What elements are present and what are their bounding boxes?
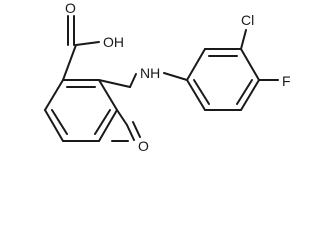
hydroxyl-label: OH — [103, 34, 124, 50]
bond-ring2-inner-left — [193, 79, 210, 105]
bond-acid-c-oh — [75, 41, 100, 46]
carboxylic-acid-group: O OH — [62, 0, 124, 81]
chlorine-label: Cl — [241, 12, 254, 28]
bond-ring1-f — [44, 79, 64, 111]
bond-ring1-b — [98, 79, 118, 111]
bond-ring2-c — [240, 48, 260, 81]
fluorine-label: F — [282, 73, 291, 89]
acid-carbonyl-oxygen-label: O — [65, 0, 76, 16]
amide-nh-label: NH — [140, 65, 160, 81]
bond-amide-c-o-1 — [126, 124, 135, 141]
amide-carbonyl-oxygen-label: O — [138, 138, 149, 154]
bond-ring2-inner-right — [236, 79, 253, 105]
bond-ring2-f — [186, 79, 206, 111]
bond-ring1-e — [44, 109, 64, 142]
bond-ring1-inner-right — [94, 109, 111, 135]
bond-ring1-c — [98, 109, 118, 142]
bond-amide-c-o-2 — [132, 121, 141, 138]
bond-ring-to-amide-c — [116, 109, 128, 126]
bond-amide-c-n — [129, 73, 137, 88]
bond-ring1-inner-left — [51, 109, 68, 135]
bond-ring2-d — [240, 79, 260, 111]
bond-ring2-a — [186, 48, 206, 81]
bond-ring-to-acid-carbon — [62, 44, 77, 81]
bond-n-to-aryl-ring — [163, 72, 188, 81]
bond-ring-to-amide-carbon — [98, 79, 131, 88]
bond-ring-to-chlorine — [240, 29, 247, 50]
benzoic-ring — [44, 79, 118, 142]
halogen-substituents: Cl F — [240, 12, 291, 89]
chemical-structure-diagram: O OH NH O Cl F — [44, 0, 291, 154]
chlorofluorophenyl-ring — [186, 48, 260, 111]
amide-group: NH O — [98, 65, 160, 154]
